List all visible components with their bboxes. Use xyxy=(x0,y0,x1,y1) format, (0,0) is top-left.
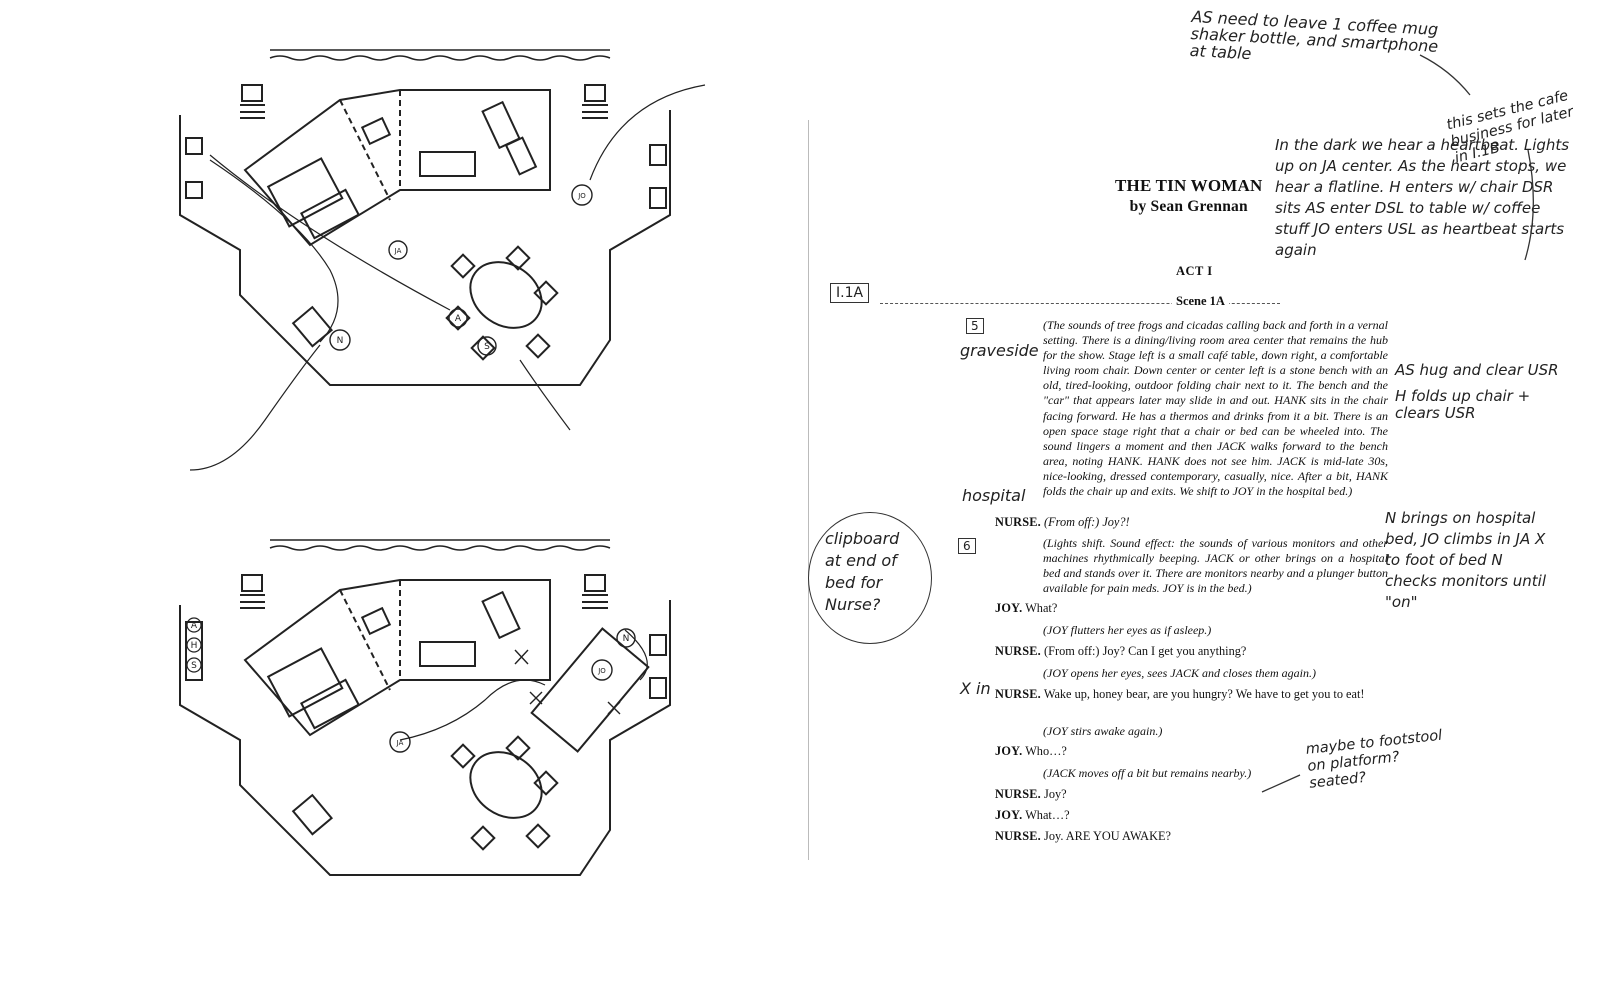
diagram-label: N xyxy=(337,336,344,346)
blocking-diagrams: N A S JA JO A H S N JO JA xyxy=(179,49,706,876)
stage-direction: (JOY flutters her eyes as if asleep.) xyxy=(1043,623,1212,637)
svg-text:JA: JA xyxy=(394,247,402,255)
dialogue-line: NURSE. (From off:) Joy? Can I get you an… xyxy=(995,644,1247,658)
stage-direction: (Lights shift. Sound effect: the sounds … xyxy=(1043,536,1388,596)
scene-heading: Scene 1A xyxy=(1172,294,1229,309)
act-heading: ACT I xyxy=(1176,264,1213,278)
dialogue-line: JOY. What? xyxy=(995,601,1058,615)
handwritten-note-clipboard: clipboard at end of bed for Nurse? xyxy=(825,529,900,614)
svg-text:JO: JO xyxy=(597,667,606,675)
opening-stage-direction: (The sounds of tree frogs and cicadas ca… xyxy=(1043,318,1388,499)
svg-text:A: A xyxy=(455,314,462,324)
page-mark: I.1A xyxy=(830,283,870,303)
sound-cue-marker: 5 xyxy=(966,318,984,334)
stage-direction: (JOY stirs awake again.) xyxy=(1043,724,1163,738)
svg-text:A: A xyxy=(191,621,198,631)
dialogue-line: NURSE. Joy? xyxy=(995,787,1067,801)
svg-text:S: S xyxy=(191,661,197,671)
stage-direction: (JACK moves off a bit but remains nearby… xyxy=(1043,766,1252,780)
handwritten-note-hank: H folds up chair + clears USR xyxy=(1395,387,1531,422)
svg-text:JA: JA xyxy=(396,739,404,747)
dialogue-line: JOY. What…? xyxy=(995,808,1070,822)
svg-text:H: H xyxy=(191,641,198,651)
play-title: THE TIN WOMAN by Sean Grennan xyxy=(1115,176,1263,215)
handwritten-location-hospital: hospital xyxy=(962,486,1026,505)
svg-text:JO: JO xyxy=(577,192,586,200)
handwritten-location-graveside: graveside xyxy=(960,341,1039,360)
svg-text:S: S xyxy=(484,342,490,352)
page-fold xyxy=(808,120,809,860)
dialogue-line: JOY. Who…? xyxy=(995,744,1067,758)
dialogue-line: NURSE. Wake up, honey bear, are you hung… xyxy=(995,687,1365,701)
scene-divider xyxy=(880,303,1280,304)
handwritten-note-hug: AS hug and clear USR xyxy=(1395,361,1559,379)
dialogue-line: NURSE. (From off:) Joy?! xyxy=(995,515,1130,529)
stage-direction: (JOY opens her eyes, sees JACK and close… xyxy=(1043,666,1316,680)
blocking-diagram-bottom xyxy=(179,539,671,876)
handwritten-note-nurse: N brings on hospital bed, JO climbs in J… xyxy=(1385,509,1547,611)
handwritten-note-cues: In the dark we hear a heartbeat. Lights … xyxy=(1275,136,1570,259)
dialogue-line: NURSE. Joy. ARE YOU AWAKE? xyxy=(995,829,1171,843)
sound-cue-marker-2: 6 xyxy=(958,538,976,554)
blocking-diagram-top xyxy=(179,49,706,471)
handwritten-mark-x-in: X in xyxy=(960,679,991,698)
svg-text:N: N xyxy=(623,634,630,644)
handwritten-circle xyxy=(808,512,932,644)
